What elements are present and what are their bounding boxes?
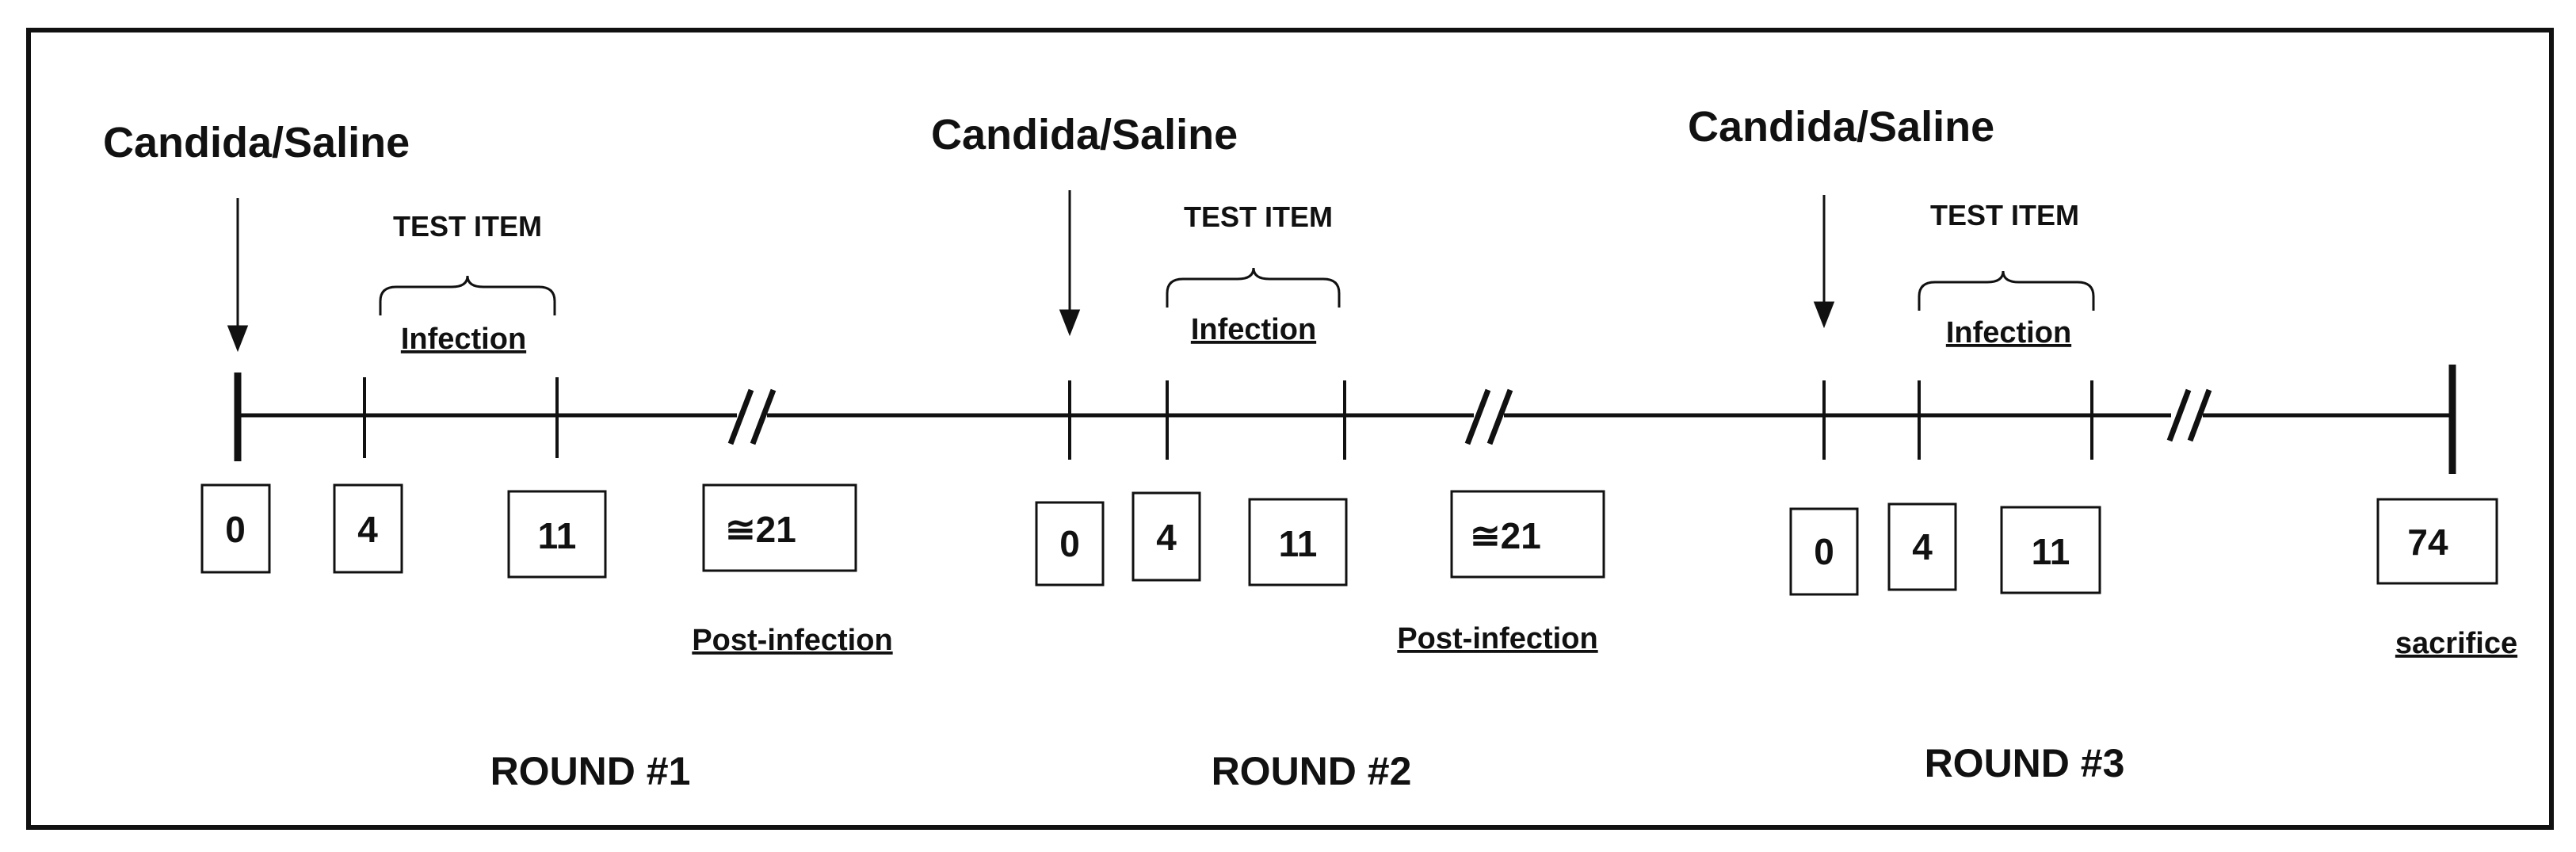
brace-r3 (1918, 270, 2095, 311)
injection-label-r3: Candida/Saline (1688, 103, 1994, 151)
box-r2-day0 (1035, 501, 1105, 586)
day-r2-21: ≅21 (1470, 515, 1541, 556)
injection-arrows (227, 190, 1835, 353)
axis-break-3b (2187, 388, 2212, 442)
axis-break-2b (1486, 388, 1513, 445)
day-r3-4: 4 (1912, 526, 1933, 567)
treatment-label-r2: TEST ITEM (1184, 201, 1333, 233)
day-r3-11: 11 (2032, 531, 2070, 572)
box-r2-day21 (1450, 490, 1605, 579)
day-r1-11: 11 (538, 515, 577, 556)
day-r3-0: 0 (1814, 531, 1834, 572)
axis-break-1a (727, 388, 754, 445)
end-label-r1: Post-infection (692, 624, 892, 657)
axis-break-3a (2166, 388, 2192, 442)
axis-break-2a (1464, 388, 1491, 445)
round-title-r2: ROUND #2 (1212, 749, 1412, 793)
axis-break-1b (750, 388, 777, 445)
arrow-r2-head (1059, 309, 1081, 337)
period-label-r3: Infection (1946, 316, 2071, 350)
day-r1-4: 4 (357, 509, 378, 550)
day-r1-0: 0 (225, 509, 246, 550)
box-r3-day74 (2376, 498, 2498, 585)
day-r3-74: 74 (2407, 522, 2448, 563)
arrow-r3-head (1813, 301, 1835, 329)
treatment-braces (379, 267, 2095, 315)
injection-label-r2: Candida/Saline (931, 111, 1238, 159)
period-label-r2: Infection (1191, 313, 1316, 346)
box-r1-day21 (702, 483, 857, 572)
box-r1-day4 (333, 483, 403, 574)
day-r2-0: 0 (1059, 523, 1080, 564)
arrow-r1-head (227, 325, 249, 353)
brace-r2 (1166, 267, 1341, 308)
box-r3-day11 (2000, 506, 2101, 594)
round-title-r1: ROUND #1 (490, 749, 691, 793)
treatment-label-r1: TEST ITEM (393, 210, 542, 243)
day-boxes (200, 483, 2498, 596)
brace-r1 (379, 275, 556, 315)
treatment-label-r3: TEST ITEM (1930, 199, 2079, 231)
injection-label-r1: Candida/Saline (103, 119, 410, 166)
round-title-r3: ROUND #3 (1925, 741, 2125, 785)
end-label-r3: sacrifice (2395, 627, 2517, 660)
end-label-r2: Post-infection (1397, 622, 1597, 655)
diagram-frame (26, 28, 2554, 830)
day-r2-11: 11 (1279, 523, 1318, 564)
box-r3-day0 (1789, 507, 1859, 596)
day-r1-21: ≅21 (725, 509, 796, 550)
axis-breaks (727, 388, 2212, 445)
day-r2-4: 4 (1156, 517, 1177, 558)
axis-ticks (234, 365, 2456, 474)
box-r2-day11 (1248, 498, 1348, 586)
box-r1-day11 (507, 490, 607, 579)
box-r3-day4 (1887, 502, 1957, 591)
box-r2-day4 (1132, 491, 1201, 582)
box-r1-day0 (200, 483, 271, 574)
period-label-r1: Infection (401, 323, 526, 356)
